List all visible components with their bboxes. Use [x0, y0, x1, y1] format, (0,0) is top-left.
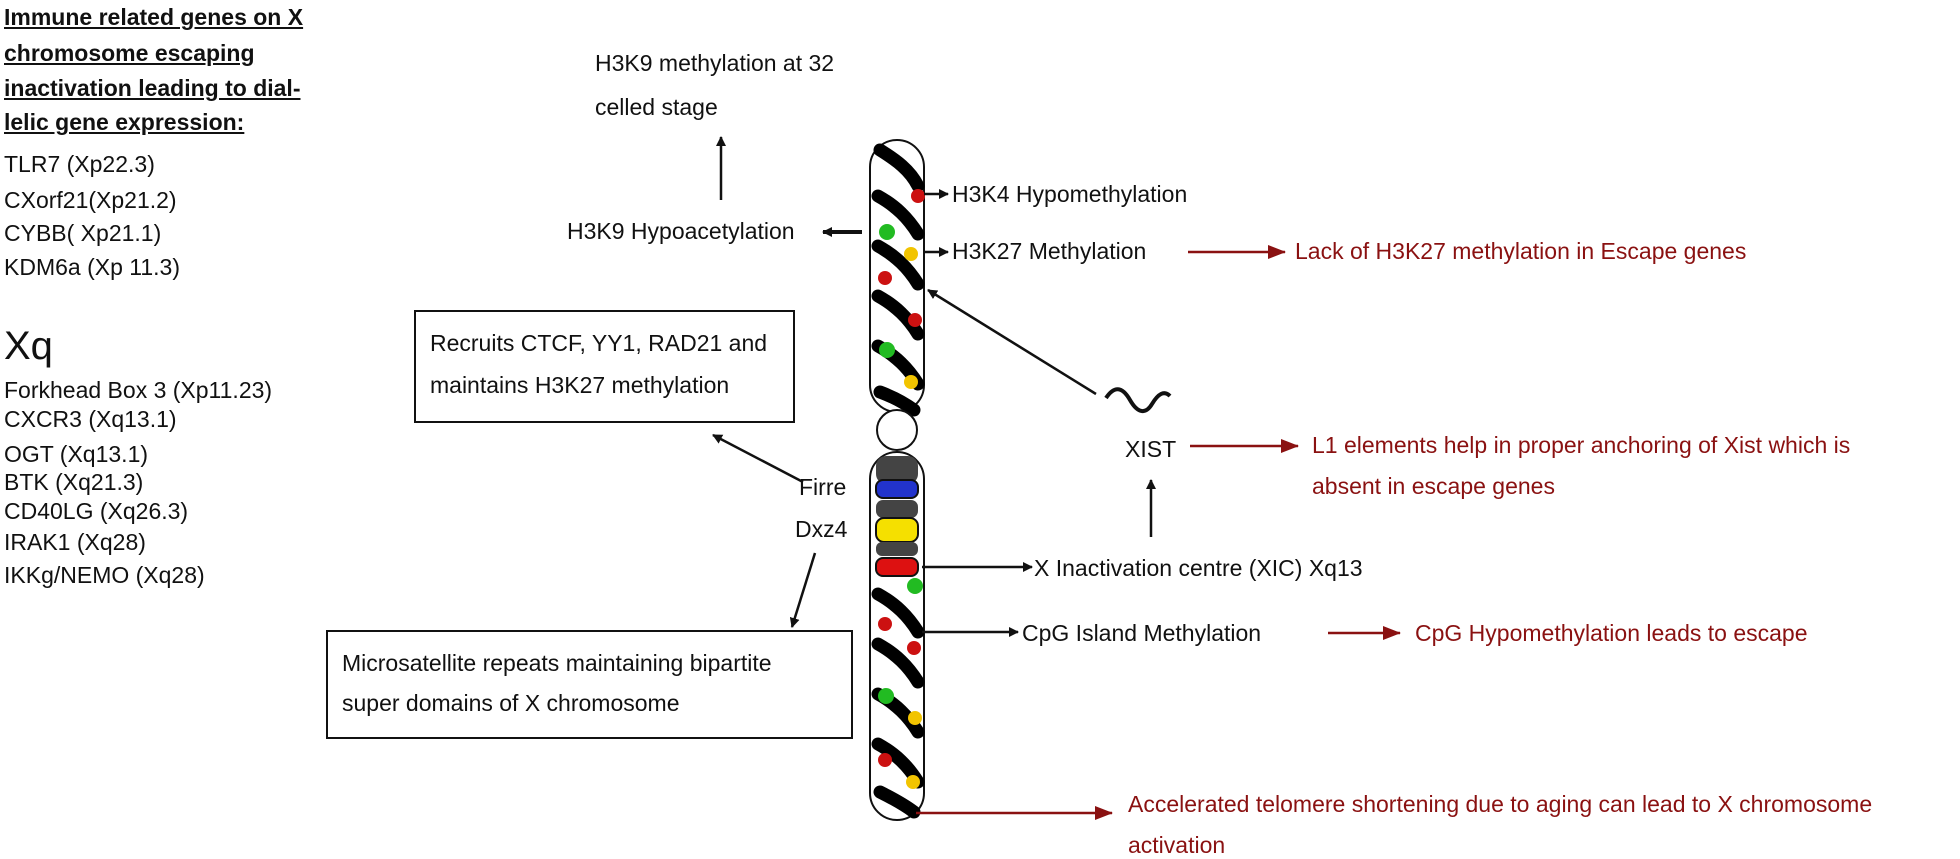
xp-gene: CYBB( Xp21.1)	[4, 220, 162, 246]
microsatellite-box: Microsatellite repeats maintaining bipar…	[326, 630, 853, 739]
microsatellite-box-line-1: Microsatellite repeats maintaining bipar…	[342, 650, 772, 676]
heading-line-4: lelic gene expression:	[4, 109, 245, 135]
label-h3k4-hypomethylation: H3K4 Hypomethylation	[952, 181, 1188, 207]
xq-gene: CXCR3 (Xq13.1)	[4, 406, 177, 432]
xq-gene: BTK (Xq21.3)	[4, 469, 144, 495]
heading-line-1: Immune related genes on X	[4, 4, 304, 30]
chromosome-p-arm	[869, 139, 925, 417]
label-h3k27-escape: Lack of H3K27 methylation in Escape gene…	[1295, 238, 1747, 264]
label-h3k9-methylation-1: H3K9 methylation at 32	[595, 50, 835, 76]
recruits-box-line-1: Recruits CTCF, YY1, RAD21 and	[430, 330, 768, 356]
xp-gene: CXorf21(Xp21.2)	[4, 187, 177, 213]
xq-gene: IKKg/NEMO (Xq28)	[4, 562, 205, 588]
recruits-ctcf-box: Recruits CTCF, YY1, RAD21 and maintains …	[414, 310, 795, 423]
band-yellow	[875, 517, 919, 543]
microsatellite-box-line-2: super domains of X chromosome	[342, 690, 680, 716]
label-h3k27-methylation: H3K27 Methylation	[952, 238, 1147, 264]
xist-rna-squiggle	[1104, 387, 1172, 413]
xq-gene: OGT (Xq13.1)	[4, 441, 149, 467]
xp-gene: TLR7 (Xp22.3)	[4, 151, 155, 177]
heading-line-2: chromosome escaping	[4, 40, 255, 66]
label-dxz4: Dxz4	[795, 516, 848, 542]
xq-title: Xq	[4, 324, 53, 368]
label-h3k9-hypoacetylation: H3K9 Hypoacetylation	[567, 218, 795, 244]
label-h3k9-methylation-2: celled stage	[595, 94, 718, 120]
xp-gene: KDM6a (Xp 11.3)	[4, 254, 180, 280]
label-cpg-escape: CpG Hypomethylation leads to escape	[1415, 620, 1808, 646]
label-l1-elements-1: L1 elements help in proper anchoring of …	[1312, 432, 1851, 458]
label-firre: Firre	[799, 474, 847, 500]
xq-gene: CD40LG (Xq26.3)	[4, 498, 189, 524]
label-l1-elements-2: absent in escape genes	[1312, 473, 1555, 499]
heading-line-3: inactivation leading to dial-	[4, 75, 301, 101]
arrow-dxz4-to-box	[789, 552, 817, 628]
xq-gene: IRAK1 (Xq28)	[4, 529, 146, 555]
arrow-firre-to-box	[712, 433, 804, 484]
chromosome-q-arm	[869, 451, 925, 821]
band-red	[875, 557, 919, 577]
label-xic: X Inactivation centre (XIC) Xq13	[1034, 555, 1363, 581]
label-cpg-methylation: CpG Island Methylation	[1022, 620, 1262, 646]
band-blue	[875, 479, 919, 499]
recruits-box-line-2: maintains H3K27 methylation	[430, 372, 730, 398]
label-telomere-2: activation	[1128, 832, 1226, 858]
label-telomere-1: Accelerated telomere shortening due to a…	[1128, 791, 1873, 817]
label-xist: XIST	[1125, 436, 1177, 462]
xq-gene: Forkhead Box 3 (Xp11.23)	[4, 377, 273, 403]
centromere	[876, 409, 918, 451]
arrow-xist-to-chromosome	[927, 288, 1097, 396]
